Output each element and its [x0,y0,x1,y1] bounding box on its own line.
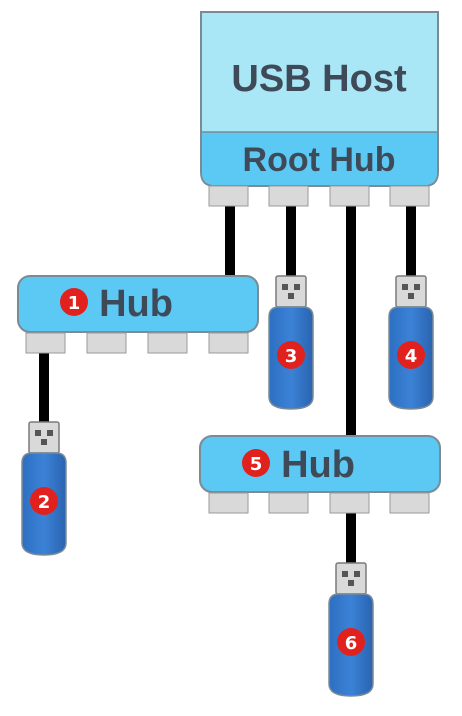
usb-connector-hole [282,284,288,290]
hub-1-port-1 [25,332,66,354]
cable-hub5-to-device6 [346,512,356,564]
usb-drives: 2 3 4 6 [21,275,434,697]
usb-host-title: USB Host [231,58,407,100]
cable-host-to-device4 [406,206,416,278]
root-hub-band [202,132,437,185]
root-hub-port-2 [268,185,309,207]
usb-connector-hole [288,293,294,299]
hub-5-port-2 [268,492,309,514]
usb-connector-hole [414,284,420,290]
usb-drive-badge [397,341,425,369]
usb-connector-icon [275,275,307,308]
hub-1-label: Hub [99,283,173,325]
usb-drive-number: 3 [285,346,298,367]
usb-drive-2: 2 [21,421,67,556]
usb-connector-icon [395,275,427,308]
usb-drive-6: 6 [328,562,374,697]
hub-1-badge [60,288,88,316]
usb-connector-hole [354,571,360,577]
cable-host-to-hub1 [225,206,235,276]
cable-hub1-to-device2 [39,353,49,423]
hub-5-port-1 [208,492,249,514]
cable-host-to-device3 [286,206,296,278]
cable-host-to-hub5 [346,206,356,438]
hub-5-badge [242,449,270,477]
hub-5-port-3 [329,492,370,514]
root-hub-label: Root Hub [243,141,396,179]
hub-1-port-2 [86,332,127,354]
usb-host: USB Host Root Hub [200,11,439,207]
usb-drive-badge [277,341,305,369]
usb-drive-badge [337,628,365,656]
hub-5-number: 5 [250,454,263,475]
usb-connector-hole [342,571,348,577]
root-hub-port-3 [329,185,370,207]
root-hub-port-1 [208,185,249,207]
hub-1-number: 1 [68,293,81,314]
usb-drive-number: 6 [345,633,358,654]
usb-connector-icon [335,562,367,595]
cables [39,206,416,564]
usb-connector-hole [402,284,408,290]
usb-drive-4: 4 [388,275,434,410]
usb-drive-3: 3 [268,275,314,410]
usb-drive-number: 4 [405,346,418,367]
usb-connector-hole [348,580,354,586]
usb-connector-hole [35,430,41,436]
hub-1-port-3 [147,332,188,354]
hub-5-label: Hub [281,444,355,486]
usb-connector-hole [47,430,53,436]
usb-drive-number: 2 [38,492,51,513]
usb-connector-hole [294,284,300,290]
usb-connector-hole [408,293,414,299]
usb-connector-hole [41,439,47,445]
hub-5-port-4 [389,492,430,514]
hub-1-port-4 [208,332,249,354]
usb-drive-badge [30,487,58,515]
usb-connector-icon [28,421,60,454]
hub-5: 5 Hub [199,435,441,514]
hub-1: 1 Hub [17,275,259,354]
root-hub-port-4 [389,185,430,207]
